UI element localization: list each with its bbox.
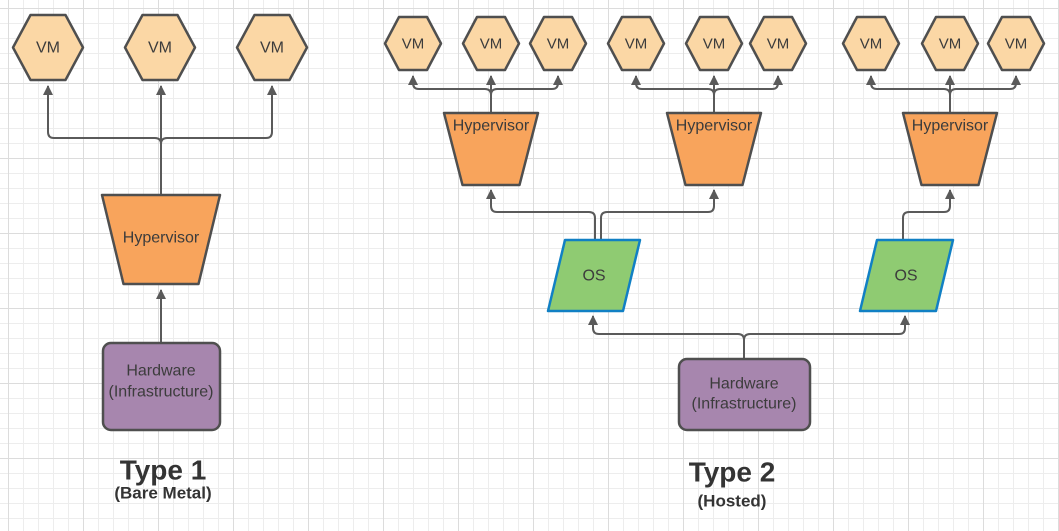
vm-label: VM	[767, 36, 790, 53]
type2-edge-hypervisor3-to-vm7[interactable]	[866, 75, 951, 113]
type2-subtitle[interactable]: (Hosted)	[698, 492, 767, 511]
vm-label: VM	[260, 40, 284, 57]
type2-os-2[interactable]: OS	[858, 238, 955, 313]
hypervisor-label: Hypervisor	[453, 118, 530, 135]
type2-edge-hypervisor1-to-vm1[interactable]	[408, 75, 492, 113]
vm-hexagon	[461, 15, 521, 72]
hypervisor-trapezoid	[901, 111, 999, 187]
vm-hexagon	[123, 13, 197, 82]
type2-os-1[interactable]: OS	[546, 238, 642, 313]
type2-edge-hypervisor1-to-vm3[interactable]	[490, 75, 563, 113]
hardware-box	[677, 357, 812, 432]
vm-hexagon	[986, 15, 1046, 72]
type1-edge-hypervisor-to-vm3[interactable]	[160, 85, 277, 195]
hypervisor-label: Hypervisor	[676, 118, 753, 135]
type1-vm-1[interactable]: VM	[11, 13, 85, 82]
type2-vm-5[interactable]: VM	[684, 15, 744, 72]
os-parallelogram	[858, 238, 955, 313]
vm-hexagon	[11, 13, 85, 82]
type2-vm-1[interactable]: VM	[383, 15, 443, 72]
hypervisor-trapezoid	[442, 111, 540, 187]
type2-vm-7[interactable]: VM	[841, 15, 901, 72]
hardware-box	[101, 341, 222, 432]
vm-label: VM	[547, 36, 570, 53]
type1-vm-3[interactable]: VM	[235, 13, 309, 82]
vm-label: VM	[703, 36, 726, 53]
hardware-label-line2: (Infrastructure)	[109, 384, 214, 401]
type2-edge-hardware-to-os2[interactable]	[743, 315, 910, 359]
vm-label: VM	[939, 36, 962, 53]
hardware-label-line2: (Infrastructure)	[692, 396, 797, 413]
vm-hexagon	[383, 15, 443, 72]
vm-hexagon	[920, 15, 980, 72]
type2-vm-9[interactable]: VM	[986, 15, 1046, 72]
os-label: OS	[894, 268, 917, 285]
vm-label: VM	[148, 40, 172, 57]
hardware-label-line1: Hardware	[126, 363, 195, 380]
type1-hardware[interactable]: Hardware (Infrastructure)	[101, 341, 222, 432]
hypervisor-trapezoid	[100, 193, 222, 286]
type2-vm-2[interactable]: VM	[461, 15, 521, 72]
type1-edge-hypervisor-to-vm1[interactable]	[43, 85, 162, 195]
os-label: OS	[582, 268, 605, 285]
hypervisor-label: Hypervisor	[123, 230, 200, 247]
hypervisor-trapezoid	[665, 111, 763, 187]
type2-edge-hypervisor2-to-vm6[interactable]	[713, 75, 783, 113]
vm-label: VM	[1005, 36, 1028, 53]
type1-hypervisor[interactable]: Hypervisor	[100, 193, 222, 286]
type2-title[interactable]: Type 2	[689, 457, 776, 488]
type2-vm-8[interactable]: VM	[920, 15, 980, 72]
type2-edge-os1-to-hypervisor2[interactable]	[600, 189, 719, 240]
vm-label: VM	[402, 36, 425, 53]
type1-vm-2[interactable]: VM	[123, 13, 197, 82]
type2-vm-4[interactable]: VM	[606, 15, 666, 72]
type1-subtitle[interactable]: (Bare Metal)	[114, 484, 211, 503]
vm-hexagon	[841, 15, 901, 72]
type2-edge-os1-to-hypervisor1[interactable]	[486, 189, 596, 240]
type2-vm-3[interactable]: VM	[528, 15, 588, 72]
vm-hexagon	[748, 15, 808, 72]
type2-edge-hypervisor3-to-vm9[interactable]	[949, 75, 1021, 113]
type2-hypervisor-2[interactable]: Hypervisor	[665, 111, 763, 187]
type2-hypervisor-1[interactable]: Hypervisor	[442, 111, 540, 187]
type1-title[interactable]: Type 1	[120, 455, 207, 486]
type2-edge-hardware-to-os1[interactable]	[588, 315, 745, 359]
type2-vm-6[interactable]: VM	[748, 15, 808, 72]
vm-hexagon	[684, 15, 744, 72]
type2-edge-os2-to-hypervisor3[interactable]	[902, 189, 955, 240]
vm-label: VM	[625, 36, 648, 53]
type2-hypervisor-3[interactable]: Hypervisor	[901, 111, 999, 187]
vm-label: VM	[480, 36, 503, 53]
type2-edge-hypervisor2-to-vm4[interactable]	[631, 75, 715, 113]
vm-label: VM	[36, 40, 60, 57]
type1-diagram: VM VM VM Hypervisor Hardware (Infrastruc…	[11, 13, 309, 503]
hypervisor-label: Hypervisor	[912, 118, 989, 135]
vm-hexagon	[528, 15, 588, 72]
type2-diagram: VM VM VM VM VM VM VM VM	[383, 15, 1046, 511]
vm-label: VM	[860, 36, 883, 53]
vm-hexagon	[235, 13, 309, 82]
hardware-label-line1: Hardware	[709, 376, 778, 393]
vm-hexagon	[606, 15, 666, 72]
os-parallelogram	[546, 238, 642, 313]
type2-hardware[interactable]: Hardware (Infrastructure)	[677, 357, 812, 432]
